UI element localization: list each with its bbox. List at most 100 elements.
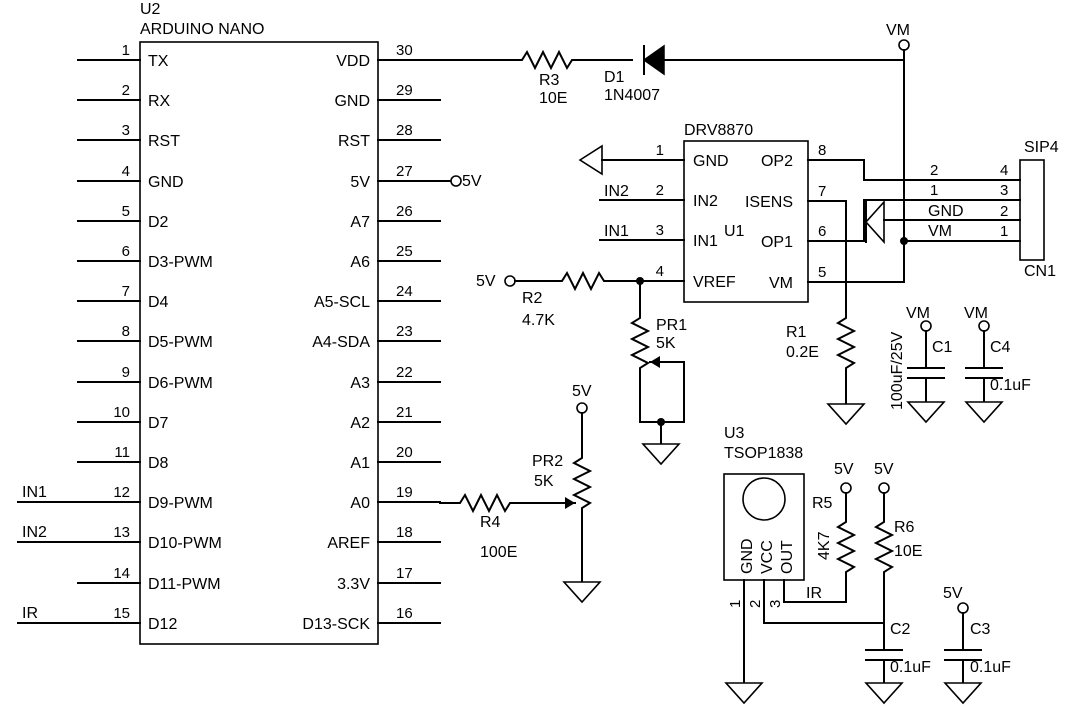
r6-ref: R6	[894, 519, 915, 536]
u2-pin-10-number: 10	[113, 404, 130, 421]
u3-pin-out: OUT	[779, 540, 796, 574]
u2-pin-22-name: A3	[350, 375, 370, 392]
u1-pin-3-name: IN1	[693, 233, 718, 250]
r6-5v-terminal	[878, 482, 890, 494]
u2-pin-13-number: 13	[113, 524, 130, 541]
pr1-wiper	[650, 356, 660, 368]
u2-pin-11-name: D8	[148, 455, 169, 472]
pr2-ref: PR2	[532, 453, 563, 470]
u2-pin-9-number: 9	[122, 364, 130, 381]
cn1-connector: SIP4 CN1 4 3 2 1	[1000, 139, 1059, 280]
u2-pin-24-name: A5-SCL	[314, 294, 370, 311]
pr1-ref: PR1	[656, 317, 687, 334]
u2-arduino-nano: U2 ARDUINO NANO 1TX2RX3RST4GND5D26D3-PWM…	[17, 1, 482, 645]
cn1-wire-2: 2	[930, 162, 938, 179]
u1-pin-2-number: 2	[656, 182, 664, 199]
u2-pin-15-number: 15	[113, 605, 130, 622]
cn1-wire-1: 1	[930, 182, 938, 199]
r5-5v-terminal	[840, 482, 852, 494]
u2-pin-8-number: 8	[122, 323, 130, 340]
u1-pin-1-number: 1	[656, 142, 664, 159]
cn1-vm-label: VM	[928, 223, 952, 240]
c1-ref: C1	[932, 339, 953, 356]
pr1-value: 5K	[656, 335, 676, 352]
u3-name: TSOP1838	[724, 445, 803, 462]
r5-ref: R5	[812, 495, 833, 512]
u2-pin-20-name: A1	[350, 455, 370, 472]
d1-ref: D1	[604, 69, 625, 86]
r2-5v-label: 5V	[476, 273, 496, 290]
r1-ref: R1	[786, 324, 807, 341]
u2-pin-11-number: 11	[114, 444, 130, 461]
u2-pin-9-name: D6-PWM	[148, 375, 213, 392]
u3-pin-vcc: VCC	[759, 540, 776, 574]
u2-pin-17-number: 17	[396, 565, 413, 582]
c1-capacitor: VM C1 100uF/25V	[889, 305, 953, 423]
u3-pin-3-num: 3	[767, 600, 784, 608]
u1-pin-5-name: VM	[769, 275, 793, 292]
r5-resistor: 5V R5 4K7	[812, 461, 857, 603]
u2-pin-14-name: D11-PWM	[148, 576, 221, 593]
u3-lens	[742, 477, 786, 521]
u2-pin-18-name: AREF	[327, 535, 370, 552]
u3-out-net: IR	[806, 585, 822, 602]
u2-pin-13-name: D10-PWM	[148, 535, 222, 552]
r4-ref: R4	[480, 514, 501, 531]
u2-pin-18-number: 18	[396, 524, 413, 541]
cn1-ref: CN1	[1024, 263, 1056, 280]
vm-net: VM	[807, 22, 1021, 283]
u2-pin-26-number: 26	[396, 203, 413, 220]
u2-pin-6-number: 6	[122, 243, 130, 260]
cn1-pin-2: 2	[1000, 203, 1008, 220]
r3-ref: R3	[539, 72, 560, 89]
u2-pin-14-number: 14	[113, 565, 130, 582]
cn1-gnd-label: GND	[928, 203, 964, 220]
r6-resistor: 5V R6 10E	[873, 461, 922, 651]
u2-pin-2-name: RX	[148, 93, 171, 110]
u2-pin-2-number: 2	[122, 82, 130, 99]
d1-value: 1N4007	[604, 87, 660, 104]
u2-pin-8-name: D5-PWM	[148, 334, 213, 351]
cn1-pin-3: 3	[1000, 182, 1008, 199]
u2-pin-24-number: 24	[396, 283, 413, 300]
r3-value: 10E	[539, 90, 567, 107]
pr1-potentiometer: PR1 5K	[629, 280, 687, 465]
r3-resistor: R3 10E	[439, 49, 633, 107]
u1-name: DRV8870	[684, 122, 753, 139]
u2-pin-19-number: 19	[396, 484, 413, 501]
u2-pin-4-number: 4	[122, 163, 130, 180]
c3-ground-icon	[944, 682, 982, 704]
tvs-symbol	[864, 199, 885, 245]
vm-terminal	[898, 39, 910, 51]
r6-value: 10E	[894, 543, 922, 560]
c1-value: 100uF/25V	[889, 331, 906, 410]
r4-resistor: R4 100E	[439, 492, 576, 561]
r2-resistor: 5V R2 4.7K	[476, 270, 685, 329]
u2-pin-19-name: A0	[350, 495, 370, 512]
u2-pin-10-name: D7	[148, 415, 169, 432]
u2-ref: U2	[140, 1, 161, 18]
u1-pin-8-name: OP2	[761, 153, 793, 170]
u2-pin-17-name: 3.3V	[337, 576, 370, 593]
u2-pin-1-number: 1	[122, 42, 130, 59]
u1-pin-7-number: 7	[818, 183, 826, 200]
u3-tsop1838: U3 TSOP1838 GND VCC OUT 1 2 3 IR	[723, 425, 885, 704]
c4-ground-icon	[965, 401, 1003, 423]
u2-pin-20-number: 20	[396, 444, 413, 461]
u1-body	[683, 140, 809, 303]
pr2-5v-label: 5V	[572, 383, 592, 400]
pr2-5v-terminal	[576, 402, 588, 414]
u2-left-pins: 1TX2RX3RST4GND5D26D3-PWM7D48D5-PWM9D6-PW…	[17, 42, 222, 633]
u2-pin-27-name: 5V	[350, 174, 370, 191]
c4-capacitor: VM C4 0.1uF	[964, 305, 1031, 423]
c3-value: 0.1uF	[970, 659, 1011, 676]
c4-vm-label: VM	[964, 305, 988, 322]
d1-diode: D1 1N4007	[604, 44, 905, 104]
pr1-ground-icon	[642, 443, 680, 465]
c3-5v-label: 5V	[943, 585, 963, 602]
u1-pin-4-number: 4	[656, 263, 664, 280]
c1-vm-label: VM	[906, 305, 930, 322]
c1-ground-icon	[907, 401, 945, 423]
